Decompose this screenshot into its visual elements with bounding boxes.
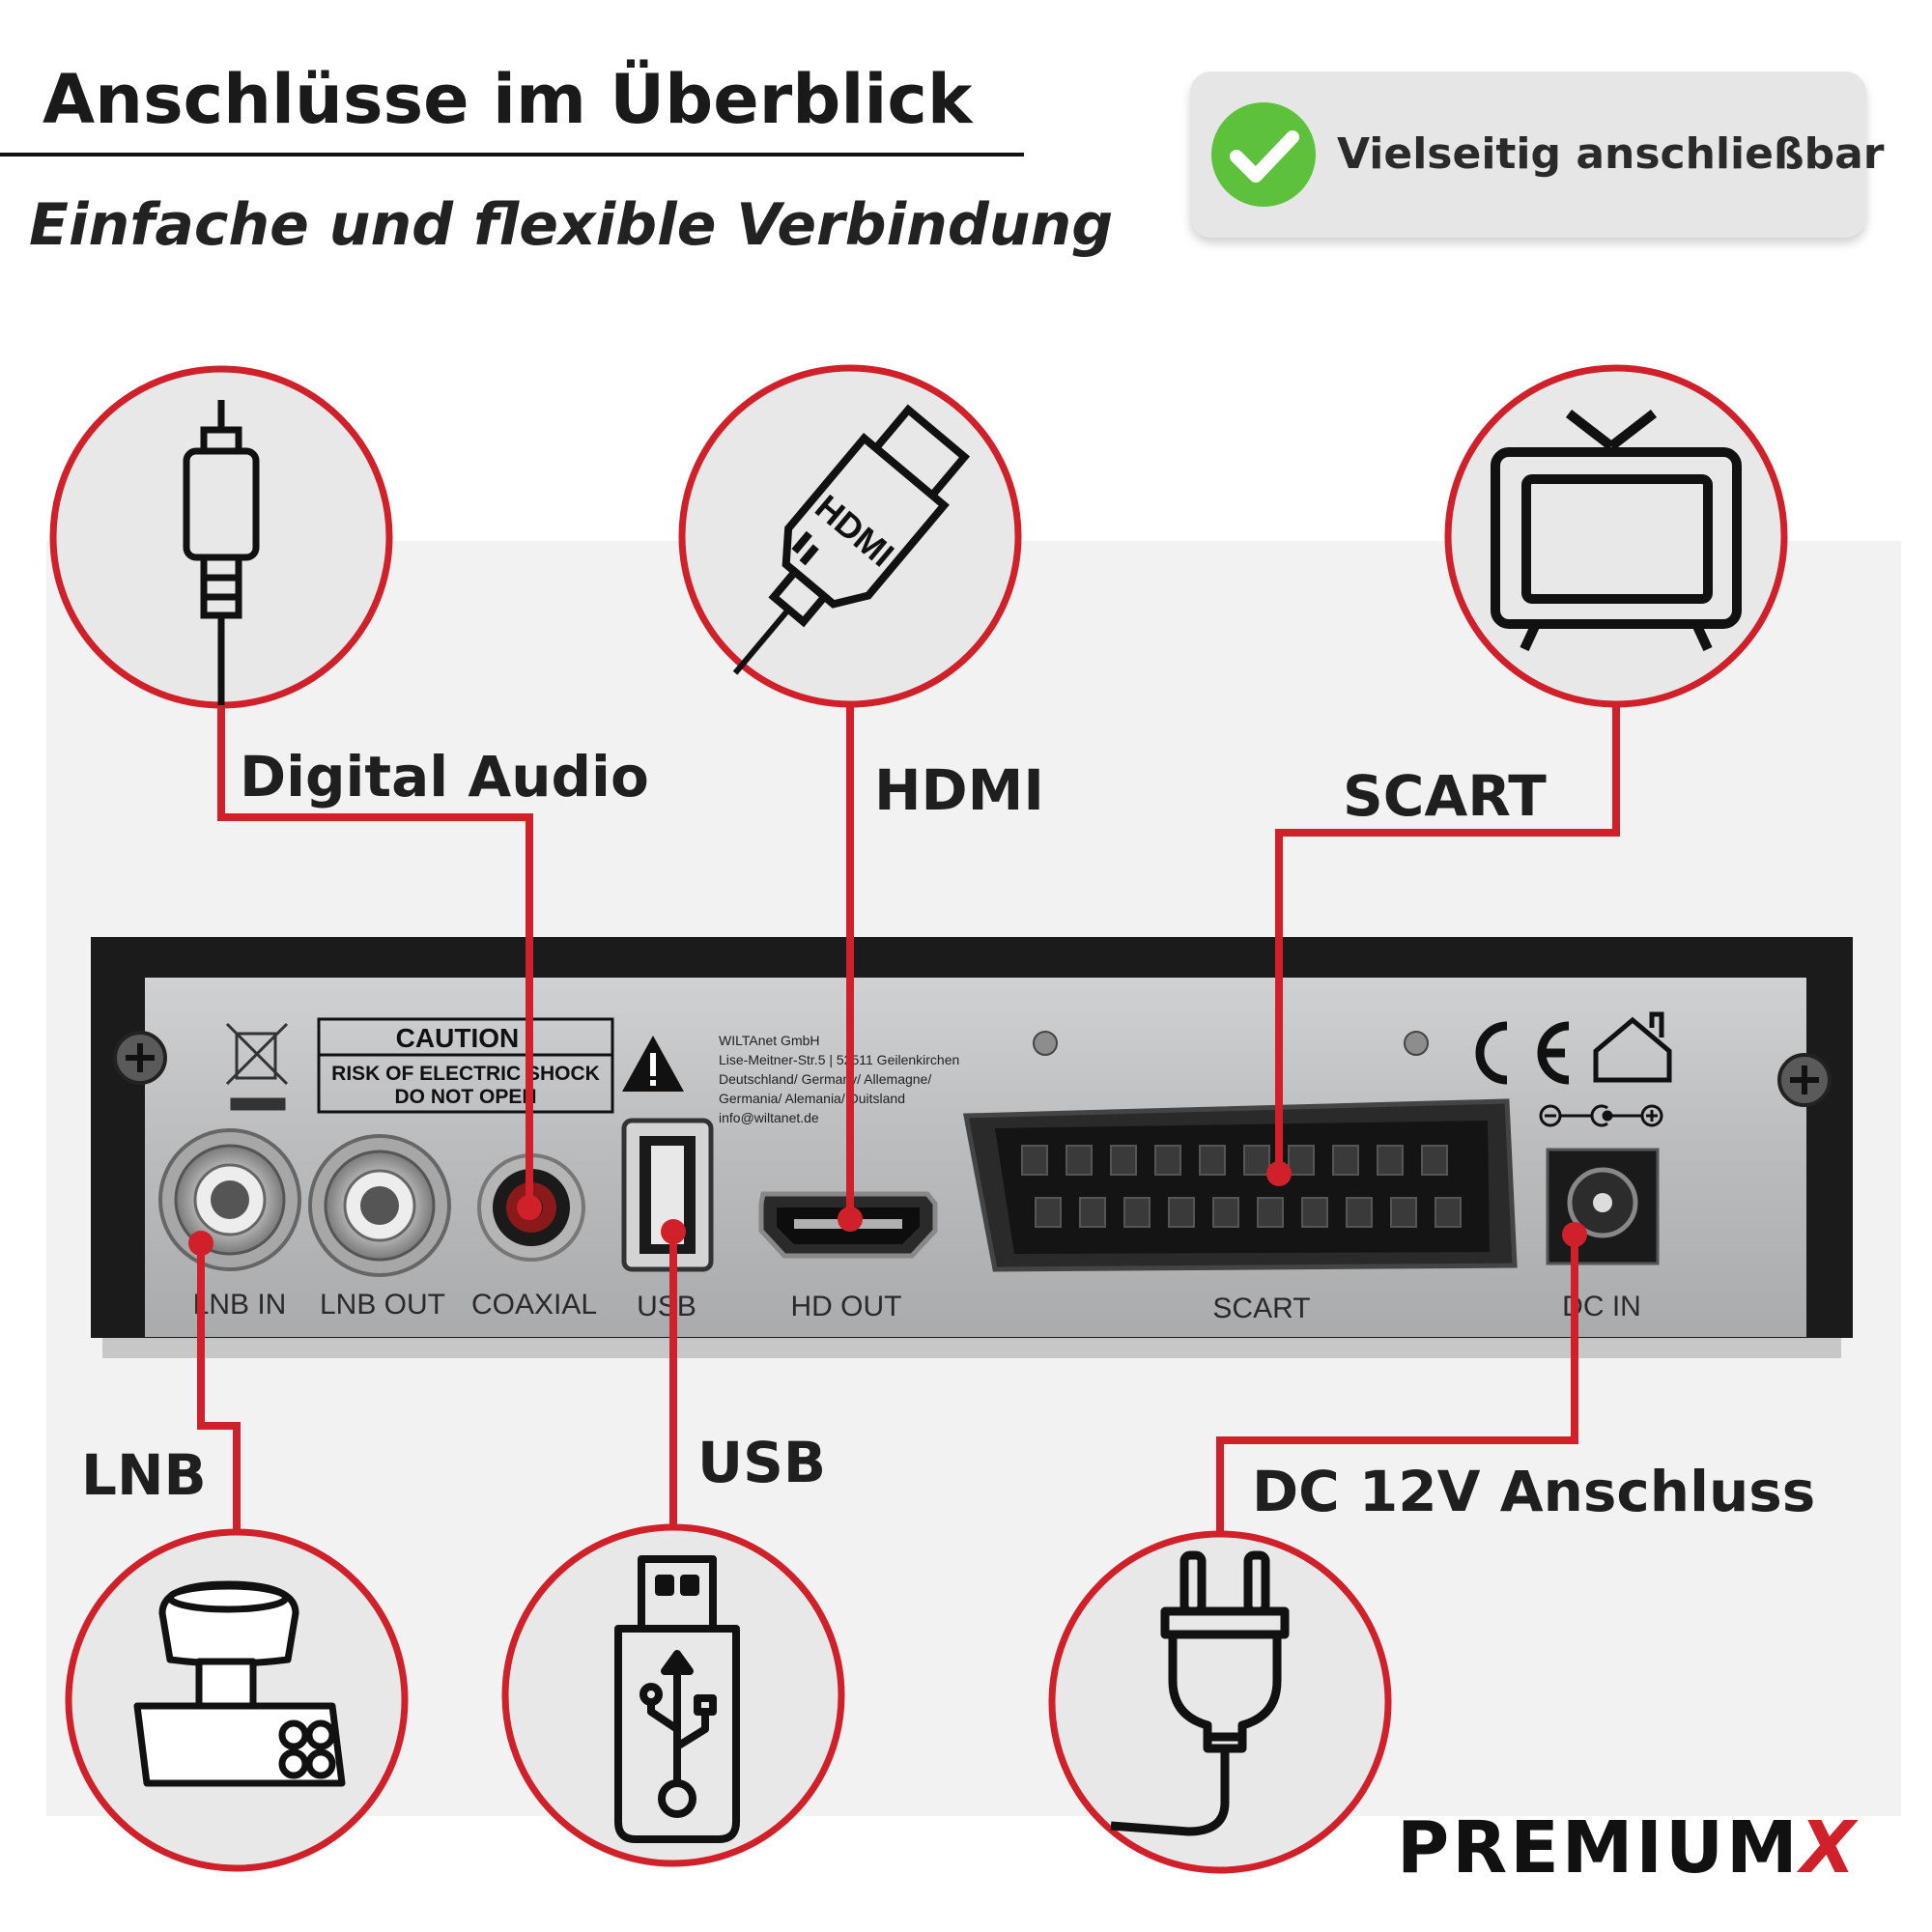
scart-pin (1065, 1145, 1093, 1176)
scart-pin (1243, 1145, 1270, 1176)
address-line: Germania/ Alemania/ Duitsland (719, 1091, 905, 1106)
scart-pin (1021, 1145, 1048, 1176)
callout-label-lnb: LNB (81, 1442, 207, 1508)
brand-logo: PREMIUMX (1397, 1806, 1859, 1889)
dc-connector-line (1216, 1235, 1578, 1532)
scart-pin (1123, 1197, 1151, 1228)
scart-callout-circle (1444, 364, 1788, 708)
callout-label-hdmi: HDMI (874, 757, 1044, 823)
scart-pins (1021, 1145, 1462, 1228)
scart-pin (1346, 1197, 1373, 1228)
screw-right-icon (1777, 1053, 1832, 1107)
callout-label-scart: SCART (1343, 763, 1547, 829)
digital-audio-callout-circle (49, 365, 393, 709)
badge-label: Vielseitig anschließbar (1337, 129, 1885, 179)
scart-pin (1390, 1197, 1417, 1228)
port-label-usb: USB (637, 1291, 696, 1322)
brand-suffix: X (1800, 1806, 1859, 1889)
lnb-icon (133, 1580, 346, 1787)
connector-dot (1266, 1161, 1292, 1186)
tv-icon (1491, 410, 1742, 652)
optical-audio-cable-icon (183, 400, 260, 705)
lnb-callout-circle (65, 1528, 409, 1872)
port-label-hd-out: HD OUT (791, 1291, 902, 1322)
digital-audio-connector-line (217, 696, 533, 1208)
screw-small-icon (1404, 1031, 1429, 1056)
connector-dot (1562, 1222, 1587, 1247)
warning-triangle-icon (622, 1036, 684, 1092)
scart-port (962, 1098, 1518, 1272)
port-label-coaxial: COAXIAL (471, 1289, 597, 1321)
scart-pin (1154, 1145, 1181, 1176)
power-plug-icon (1110, 1550, 1290, 1836)
scart-pin (1110, 1145, 1137, 1176)
port-label-lnb-in: LNB IN (193, 1289, 287, 1321)
usb-stick-icon (614, 1555, 740, 1843)
connector-dot (661, 1219, 686, 1244)
usb-port (621, 1118, 714, 1272)
scart-pin (1199, 1145, 1226, 1176)
scart-pin (1301, 1197, 1328, 1228)
dc-callout-circle (1048, 1530, 1392, 1874)
weee-bin-icon (225, 1022, 289, 1111)
check-icon (1211, 102, 1316, 207)
scart-pin (1168, 1197, 1195, 1228)
scart-pin (1332, 1145, 1359, 1176)
port-label-scart: SCART (1212, 1293, 1310, 1324)
address-line: Deutschland/ Germany/ Allemagne/ (719, 1071, 931, 1087)
brand-name: PREMIUM (1397, 1806, 1801, 1889)
scart-pin (1421, 1145, 1448, 1176)
lnb-out-port (308, 1134, 451, 1277)
connector-dot (188, 1231, 213, 1256)
caution-line2: DO NOT OPEN (394, 1086, 536, 1108)
screw-left-icon (113, 1031, 167, 1085)
ce-mark-icon (1475, 1021, 1570, 1085)
page-title: Anschlüsse im Überblick (43, 60, 973, 139)
hdmi-callout-circle: HDMI (678, 364, 1022, 708)
screw-small-icon (1033, 1031, 1058, 1056)
page-subtitle: Einfache und flexible Verbindung (29, 191, 1114, 259)
hdmi-plug-icon (732, 404, 971, 675)
callout-label-dc: DC 12V Anschluss (1252, 1459, 1816, 1524)
lnb-connector-line (197, 1243, 241, 1531)
usb-callout-circle (501, 1523, 845, 1867)
feature-badge: Vielseitig anschließbar (1190, 71, 1884, 238)
callout-label-digital-audio: Digital Audio (240, 744, 649, 810)
callout-label-usb: USB (697, 1430, 827, 1495)
port-label-lnb-out: LNB OUT (320, 1289, 445, 1321)
connector-dot (517, 1195, 542, 1220)
polarity-symbol-icon (1539, 1104, 1663, 1127)
scart-connector-line (1275, 703, 1620, 1174)
address-line: info@wiltanet.de (719, 1110, 819, 1125)
caution-label-box (317, 1017, 614, 1114)
receiver-back-panel: CAUTION ! RISK OF ELECTRIC SHOCK DO NOT … (91, 937, 1853, 1358)
scart-pin (1079, 1197, 1106, 1228)
scart-pin (1288, 1145, 1315, 1176)
scart-pin (1035, 1197, 1062, 1228)
address-line: WILTAnet GmbH (719, 1033, 820, 1048)
dc-in-port (1546, 1148, 1660, 1265)
scart-pin (1435, 1197, 1462, 1228)
scart-pin (1212, 1197, 1239, 1228)
scart-pin (1257, 1197, 1284, 1228)
connector-dot (838, 1207, 863, 1232)
caution-line1: RISK OF ELECTRIC SHOCK (331, 1063, 600, 1085)
caution-title: CAUTION ! (396, 1023, 536, 1053)
indoor-use-house-icon (1593, 1011, 1672, 1083)
scart-pin (1377, 1145, 1404, 1176)
lnb-in-port (158, 1128, 301, 1271)
title-divider (0, 153, 1024, 156)
address-line: Lise-Meitner-Str.5 | 52511 Geilenkirchen (719, 1052, 959, 1067)
